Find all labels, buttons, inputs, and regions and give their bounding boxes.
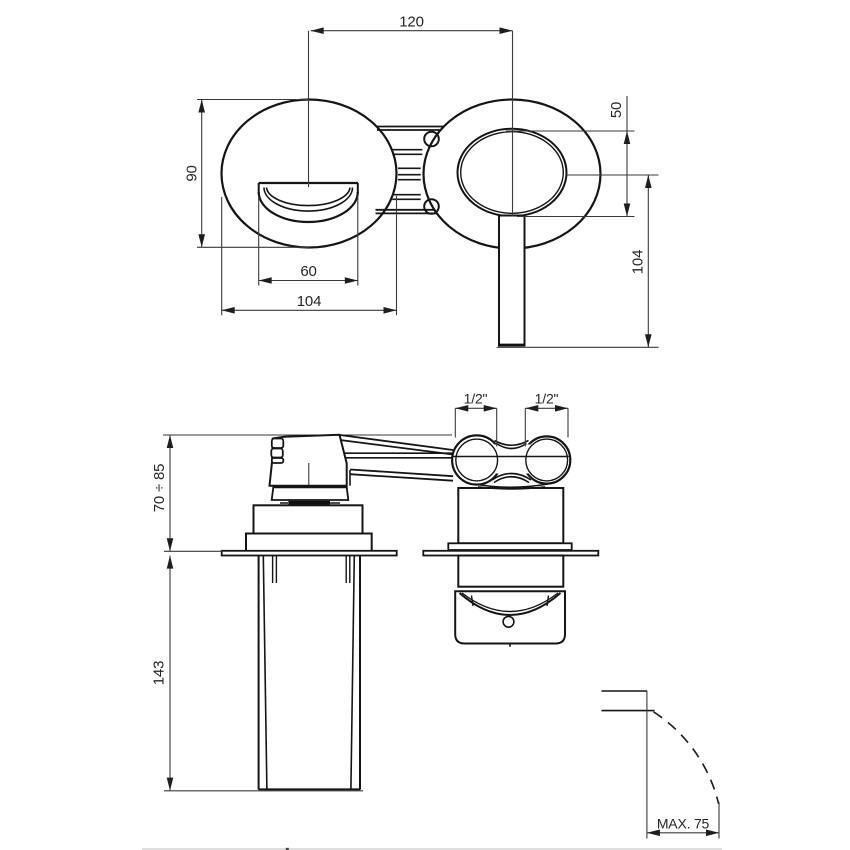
handle-swing-detail: MAX. 75	[601, 690, 720, 839]
dimension-handle-length: 104	[496, 174, 659, 348]
spout-adapter	[270, 486, 350, 501]
dim-label-104-left: 104	[297, 293, 321, 310]
dim-label-70-85: 70 ÷ 85	[151, 464, 168, 513]
dimension-right-connection: 1/2"	[524, 391, 569, 447]
dimension-mounting-depth: 70 ÷ 85	[151, 435, 223, 552]
spout-tip-detail	[270, 437, 285, 464]
spout-wall-plate	[220, 549, 398, 557]
dim-label-104-right: 104	[630, 250, 647, 274]
handle-lever-profile	[601, 690, 655, 712]
dimension-escutcheon-height: 90	[184, 98, 309, 248]
dim-label-120: 120	[399, 14, 423, 31]
o-ring-seal	[288, 500, 330, 506]
dim-label-half-inch-left: 1/2"	[464, 391, 488, 407]
mixer-flange	[447, 542, 573, 551]
dimension-spout-outlet-width: 60	[258, 196, 359, 286]
bracket-screw-hole-top	[423, 130, 440, 148]
dim-label-50: 50	[608, 102, 625, 118]
spout-holder-block	[252, 504, 364, 535]
dimension-spout-projection: 143	[151, 555, 174, 791]
dimension-center-distance: 120	[310, 14, 513, 34]
handle-set-screw	[502, 615, 515, 628]
plan-view: 1/2" 1/2" 70 ÷ 85 143	[142, 391, 722, 850]
dim-label-143: 143	[151, 661, 168, 685]
dim-label-half-inch-right: 1/2"	[535, 391, 559, 407]
supply-tubes	[307, 434, 454, 482]
mixer-valve-body	[451, 434, 572, 486]
dim-label-60: 60	[300, 263, 316, 280]
bracket-screw-hole-bottom	[423, 198, 440, 215]
spout-projection-column	[257, 555, 361, 791]
dim-label-max-75: MAX. 75	[657, 816, 710, 832]
spout-base-block	[245, 532, 373, 552]
spout-body	[268, 433, 348, 487]
mounting-bracket	[375, 125, 444, 215]
cartridge-sleeve	[457, 487, 565, 545]
dim-label-90: 90	[184, 165, 201, 181]
front-view: 120 90 60 104 50	[184, 14, 659, 348]
swing-arc	[653, 711, 720, 804]
dimension-escutcheon-width: 104	[221, 196, 398, 316]
mixer-escutcheon-side	[457, 554, 565, 588]
thread-hatch-marks	[392, 148, 423, 201]
dimension-handle-hub: 50	[506, 96, 635, 218]
dimension-left-connection: 1/2"	[454, 391, 498, 447]
mixer-lever-handle	[498, 214, 526, 347]
